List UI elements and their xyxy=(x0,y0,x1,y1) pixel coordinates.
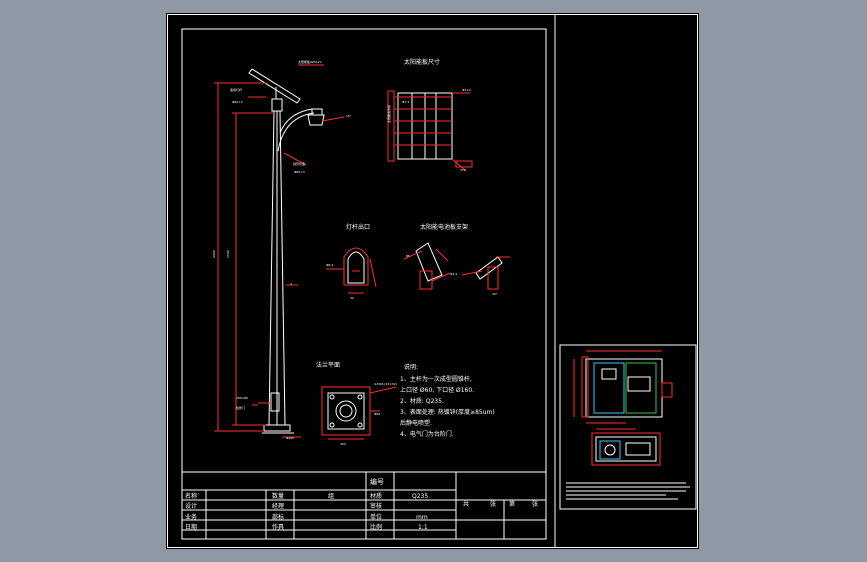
solar-panel xyxy=(248,68,301,104)
notes: 说明: 1、主杆为一次成型圆锥杆, 上口径 Ø60, 下口径 Ø160. 2、材… xyxy=(400,363,495,438)
lamp-port-title: 灯杆出口 xyxy=(346,223,370,231)
sheet-label: 张 xyxy=(490,500,496,508)
note-line: 4、电气门为台阶门. xyxy=(400,430,454,438)
material-value: Q235 xyxy=(412,493,428,500)
sheet-label-2: 张 xyxy=(532,500,538,508)
manager-label: 经理 xyxy=(272,502,284,510)
qty-value: 组 xyxy=(328,492,334,500)
note-line: 1、主杆为一次成型圆锥杆, xyxy=(400,375,472,383)
unit-label: 单位 xyxy=(370,513,382,521)
title-block: 编号 名称 设计 业务 日期 数量 组 经理 部标 作具 材质 Q235 审核 … xyxy=(181,471,547,540)
total-label: 共 xyxy=(463,500,469,508)
svg-text:备用灯杆: 备用灯杆 xyxy=(230,87,242,92)
svg-text:Φ7.4: Φ7.4 xyxy=(402,100,409,104)
bracket-title: 太阳能电池板支架 xyxy=(420,223,468,231)
svg-text:300: 300 xyxy=(340,442,346,446)
svg-text:4-M16 (24×32): 4-M16 (24×32) xyxy=(374,382,397,386)
flange-plate xyxy=(327,392,365,430)
svg-text:Φ60: Φ60 xyxy=(374,412,380,416)
scale-label: 比例 xyxy=(370,523,382,531)
svg-text:280×80: 280×80 xyxy=(236,396,248,400)
notes-heading: 说明: xyxy=(404,363,418,371)
lamp-port-view: 灯杆出口 Φ8.4 30 xyxy=(326,223,377,300)
bracket-right xyxy=(475,256,503,280)
no-label: 第 xyxy=(509,500,515,508)
standard-label: 部标 xyxy=(272,513,284,521)
svg-text:检修门: 检修门 xyxy=(236,405,245,410)
electrical-door xyxy=(270,392,280,412)
svg-text:太阳能电池板: 太阳能电池板 xyxy=(386,105,391,123)
lamp-head xyxy=(307,114,325,126)
material-label: 材质 xyxy=(370,492,382,500)
design-label: 设计 xyxy=(185,502,197,510)
code-label: 编号 xyxy=(370,477,384,486)
svg-text:Φ60×3: Φ60×3 xyxy=(294,170,305,174)
note-line: 2、材质: Q235. xyxy=(400,397,444,405)
qty-label: 数量 xyxy=(272,492,284,500)
base-plan-view: 法兰平面 4-M16 (24×32) Φ60 300 xyxy=(316,361,397,446)
svg-text:15°: 15° xyxy=(346,114,352,118)
svg-text:5500: 5500 xyxy=(226,250,230,258)
panel-dimension-view: 太阳能板尺寸 太阳能电池板 Φ7.4 Φ7×4 370 xyxy=(386,58,473,172)
svg-text:30: 30 xyxy=(350,296,354,300)
port-shape xyxy=(347,251,365,284)
business-label: 业务 xyxy=(185,513,197,521)
svg-text:370: 370 xyxy=(460,168,466,172)
svg-text:Φ160: Φ160 xyxy=(286,436,294,440)
note-line: 3、表面处理: 热镀锌(厚度≥85um) xyxy=(400,408,495,416)
svg-text:太阳能板9W/12V: 太阳能板9W/12V xyxy=(298,59,323,64)
drawing-sheet: 太阳能板9W/12V 备用灯杆 Φ60×3 挑臂长度 Φ60×3 15° 600… xyxy=(166,13,699,549)
review-label: 审核 xyxy=(370,502,382,510)
svg-text:6000: 6000 xyxy=(212,250,216,258)
foundation-thumbnail xyxy=(559,344,697,510)
bracket-view: 太阳能电池板支架 85 Φ3.4 30° xyxy=(403,223,510,296)
main-border xyxy=(181,28,547,540)
svg-text:Φ7×4: Φ7×4 xyxy=(462,88,471,92)
panel-dim-title: 太阳能板尺寸 xyxy=(404,58,440,66)
note-line: 后静电喷塑. xyxy=(400,419,432,427)
cad-drawing: 太阳能板9W/12V 备用灯杆 Φ60×3 挑臂长度 Φ60×3 15° 600… xyxy=(167,14,698,548)
svg-text:Φ3.4: Φ3.4 xyxy=(450,272,457,276)
svg-text:30°: 30° xyxy=(492,292,498,296)
name-label: 名称 xyxy=(185,492,197,500)
author-label: 作具 xyxy=(272,523,284,531)
pole-elevation: 太阳能板9W/12V 备用灯杆 Φ60×3 挑臂长度 Φ60×3 15° 600… xyxy=(212,59,352,440)
outer-frame xyxy=(167,14,698,548)
date-label: 日期 xyxy=(185,523,197,531)
svg-text:Φ8.4: Φ8.4 xyxy=(326,263,333,267)
svg-text:85: 85 xyxy=(406,254,410,258)
svg-text:挑臂长度: 挑臂长度 xyxy=(293,161,305,166)
base-plan-title: 法兰平面 xyxy=(316,361,340,369)
scale-value: 1:1 xyxy=(418,524,428,531)
note-line: 上口径 Ø60, 下口径 Ø160. xyxy=(400,386,474,394)
svg-text:3: 3 xyxy=(290,282,292,286)
unit-value: mm xyxy=(416,514,428,521)
svg-text:Φ60×3: Φ60×3 xyxy=(232,100,243,104)
